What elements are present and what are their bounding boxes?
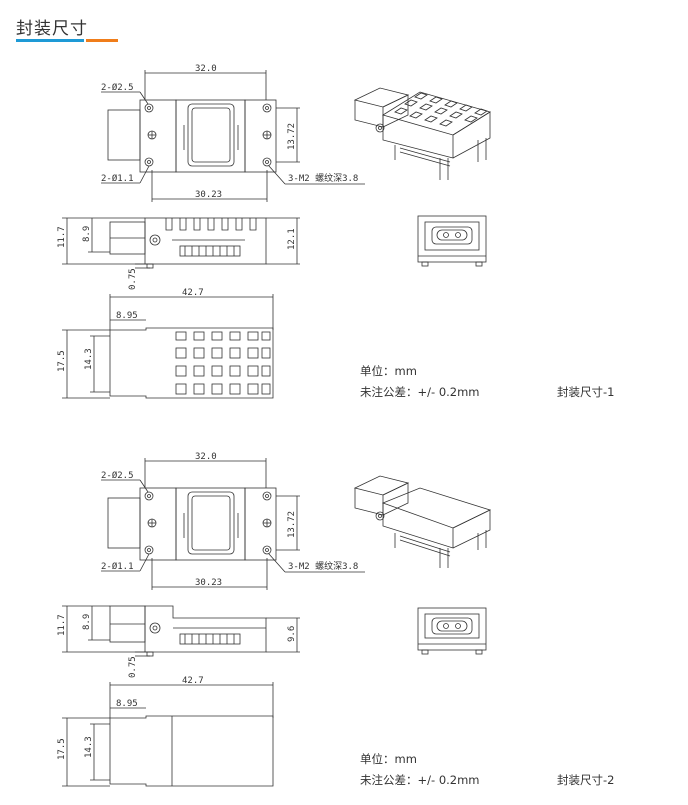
- fig2-iso-view: [353, 475, 492, 568]
- fig2-dim-bottom-h2: 14.3: [84, 736, 94, 758]
- fig2-dim-bottom-h1: 17.5: [57, 738, 67, 760]
- fig1-unit-label: 单位：mm: [360, 364, 417, 378]
- fig1-dim-pin-offset: 0.75: [128, 268, 138, 290]
- fig1-dim-bottom-h2: 14.3: [84, 348, 94, 370]
- fig1-iso-view: [353, 87, 491, 180]
- title-underline-blue: [16, 39, 84, 42]
- fig1-dim-hole-spacing: 30.23: [195, 190, 222, 200]
- figure-2: 32.0 2-Ø2.5 2-Ø1.1 13.72 30.23: [57, 452, 614, 787]
- fig2-dim-pin-offset: 0.75: [128, 656, 138, 678]
- fig1-dim-bottom-h1: 17.5: [57, 350, 67, 372]
- fig1-dim-bottom-step: 8.95: [116, 311, 138, 321]
- fig1-dim-top-width: 32.0: [195, 64, 217, 74]
- fig1-dim-bottom-length: 42.7: [182, 288, 204, 298]
- fig2-tolerance-label: 未注公差：+/- 0.2mm: [360, 773, 480, 787]
- fig1-bottom-view: 42.7 8.95 17.5 14.3: [57, 288, 274, 399]
- fig2-side-view: 11.7 8.9 9.6 0.75: [57, 605, 300, 678]
- fig1-top-view: 32.0 2-Ø2.5 2-Ø1.1: [101, 64, 365, 202]
- figure-1: 32.0 2-Ø2.5 2-Ø1.1: [57, 64, 614, 399]
- fig1-caption: 封装尺寸-1: [557, 385, 614, 399]
- fig2-bottom-view: 42.7 8.95 17.5 14.3: [57, 676, 274, 787]
- fig2-dim-side-h3: 9.6: [287, 626, 297, 642]
- fig2-top-view: 32.0 2-Ø2.5 2-Ø1.1 13.72 30.23: [101, 452, 365, 590]
- fig2-unit-label: 单位：mm: [360, 752, 417, 766]
- fig1-dim-side-h2: 8.9: [82, 226, 92, 242]
- fig2-thread-note: 3-M2 螺纹深3.8: [288, 560, 358, 572]
- fig2-dim-side-h1: 11.7: [57, 614, 67, 636]
- fig2-dim-side-h2: 8.9: [82, 614, 92, 630]
- fig2-hole-small: 2-Ø1.1: [101, 561, 134, 572]
- section-title: 封装尺寸: [16, 19, 88, 39]
- fig1-hole-small: 2-Ø1.1: [101, 173, 134, 184]
- fig1-dim-side-h3: 12.1: [287, 228, 297, 250]
- fig1-hole-large: 2-Ø2.5: [101, 82, 134, 93]
- fig1-thread-note: 3-M2 螺纹深3.8: [288, 172, 358, 184]
- fig2-front-view: [417, 607, 487, 655]
- fig2-dim-hole-spacing: 30.23: [195, 578, 222, 588]
- title-underline-orange: [86, 39, 118, 42]
- fig2-dim-top-width: 32.0: [195, 452, 217, 462]
- fig2-dim-bottom-step: 8.95: [116, 699, 138, 709]
- fig1-fin-grid: [175, 331, 271, 395]
- fig2-caption: 封装尺寸-2: [557, 773, 614, 787]
- fig1-dim-side-h1: 11.7: [57, 226, 67, 248]
- fig1-dim-height-right: 13.72: [287, 123, 297, 150]
- fig2-dim-bottom-length: 42.7: [182, 676, 204, 686]
- fig1-front-view: [417, 215, 487, 267]
- fig2-hole-large: 2-Ø2.5: [101, 470, 134, 481]
- fig2-dim-height-right: 13.72: [287, 511, 297, 538]
- fig1-side-view: 11.7 8.9 12.1 0.75: [57, 217, 300, 290]
- fig1-tolerance-label: 未注公差：+/- 0.2mm: [360, 385, 480, 399]
